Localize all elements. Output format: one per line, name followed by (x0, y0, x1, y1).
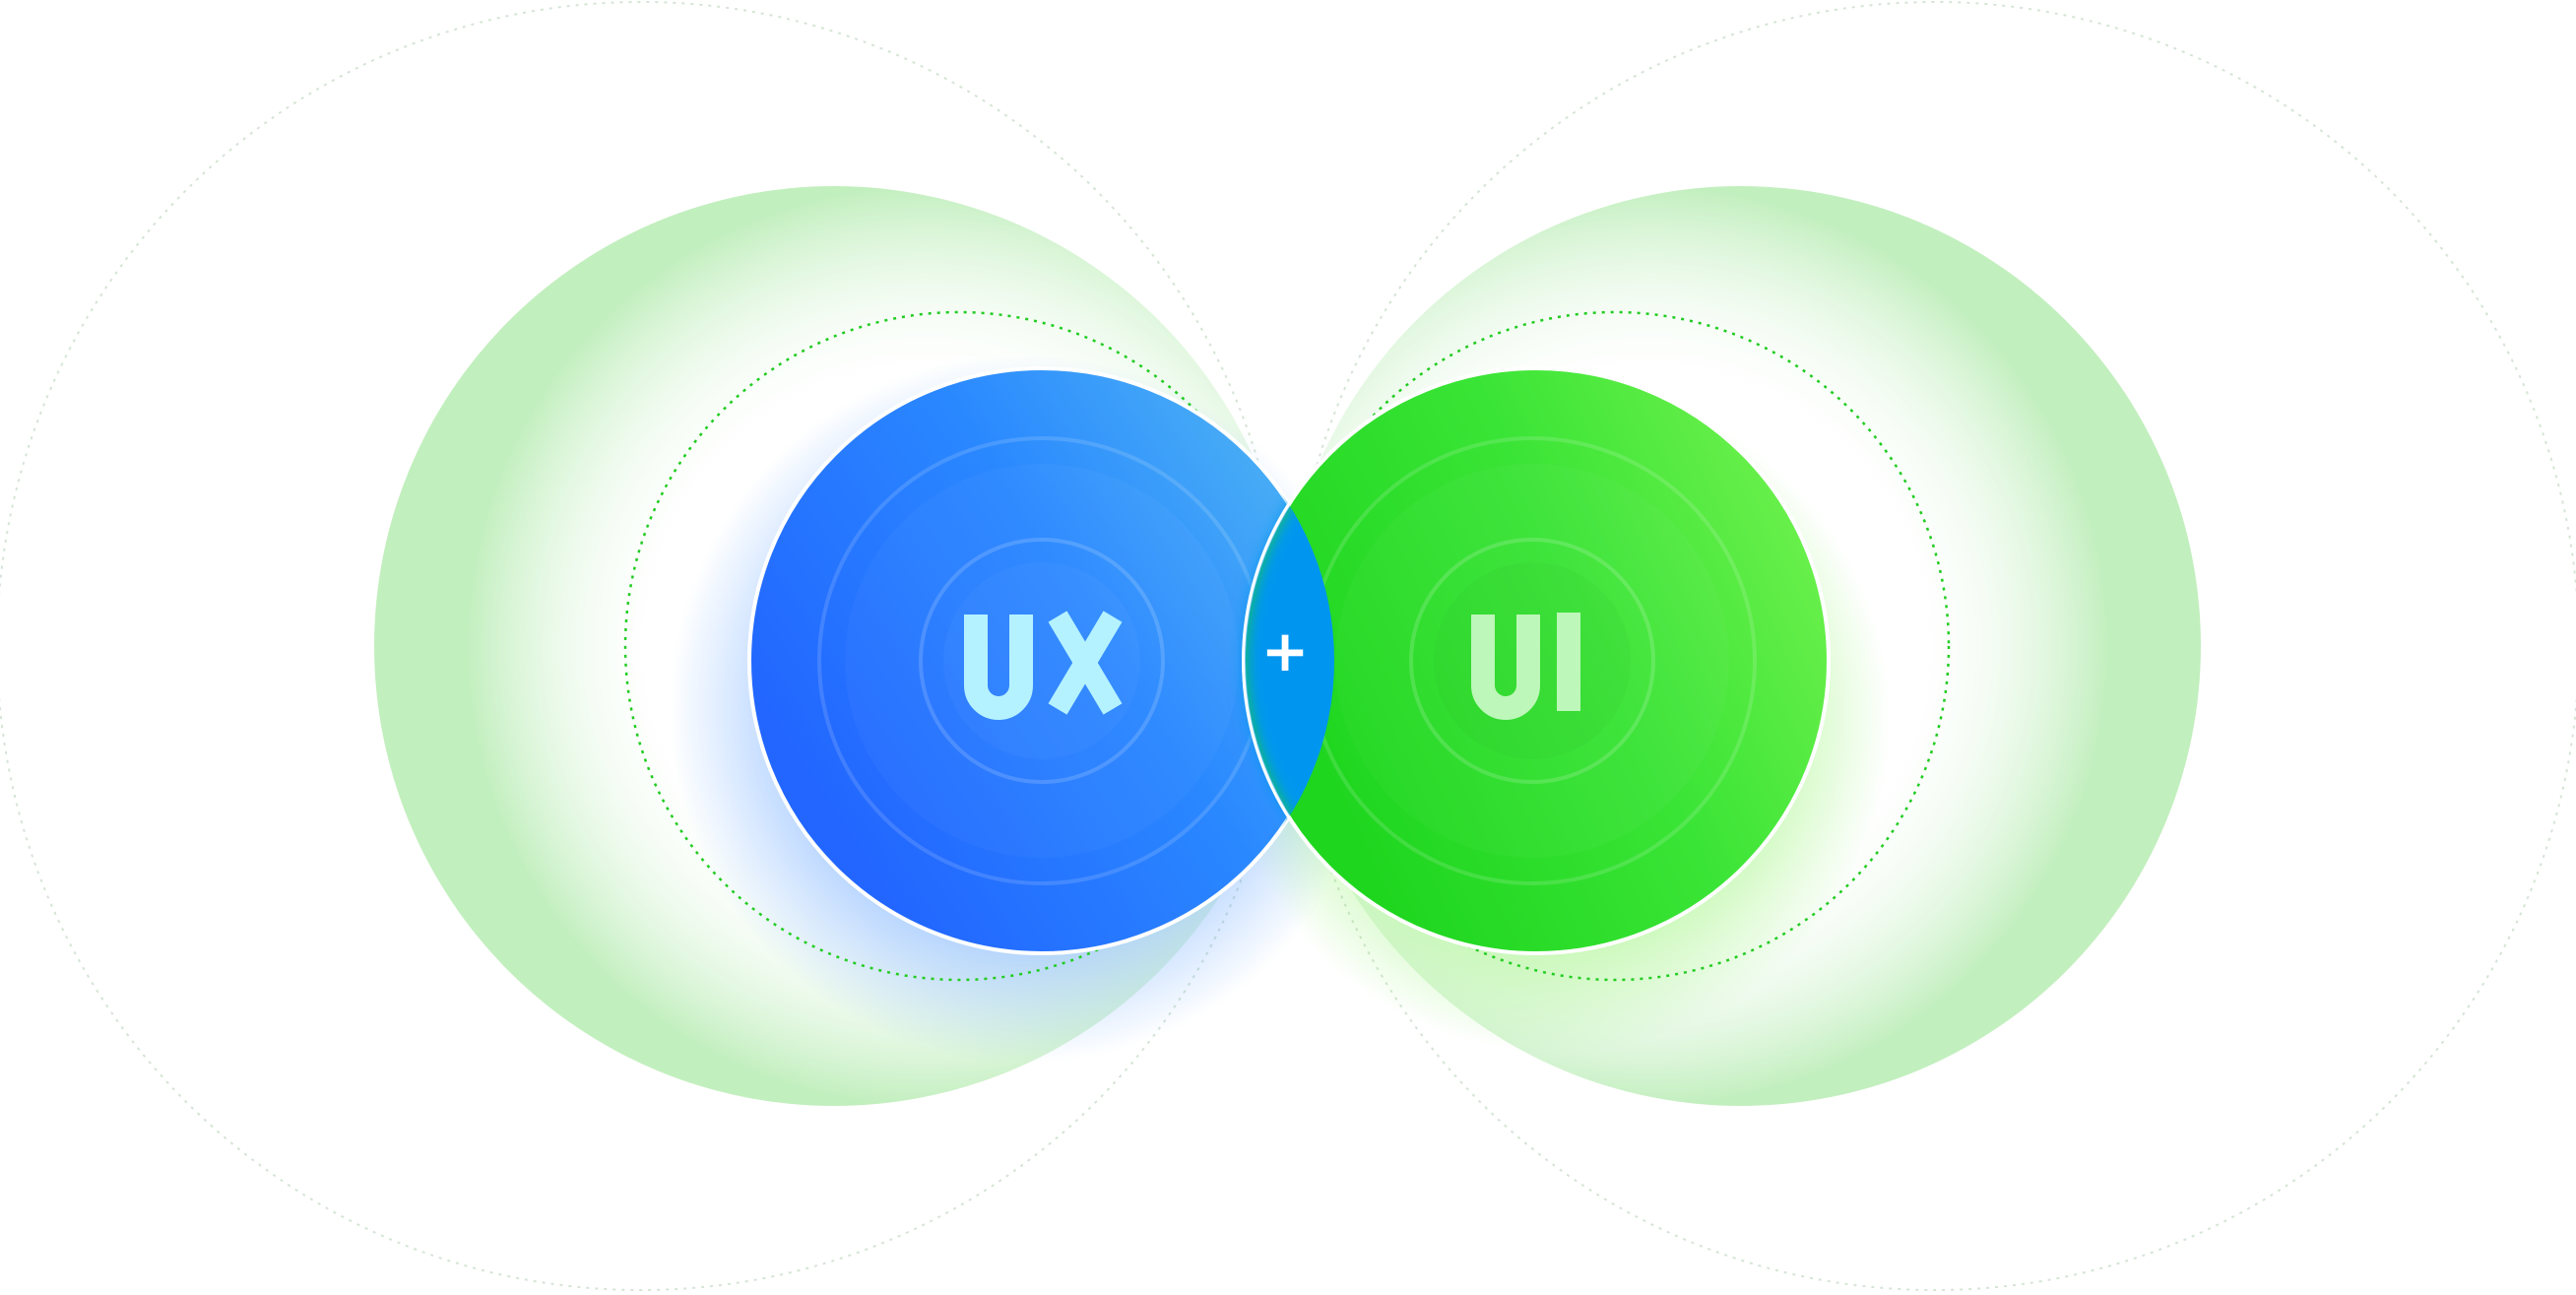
ux-logo-letters (964, 611, 1123, 720)
ui-logo-letters (1471, 613, 1580, 720)
plus-sign: + (1261, 617, 1310, 684)
overlap-edge (1242, 501, 1292, 820)
